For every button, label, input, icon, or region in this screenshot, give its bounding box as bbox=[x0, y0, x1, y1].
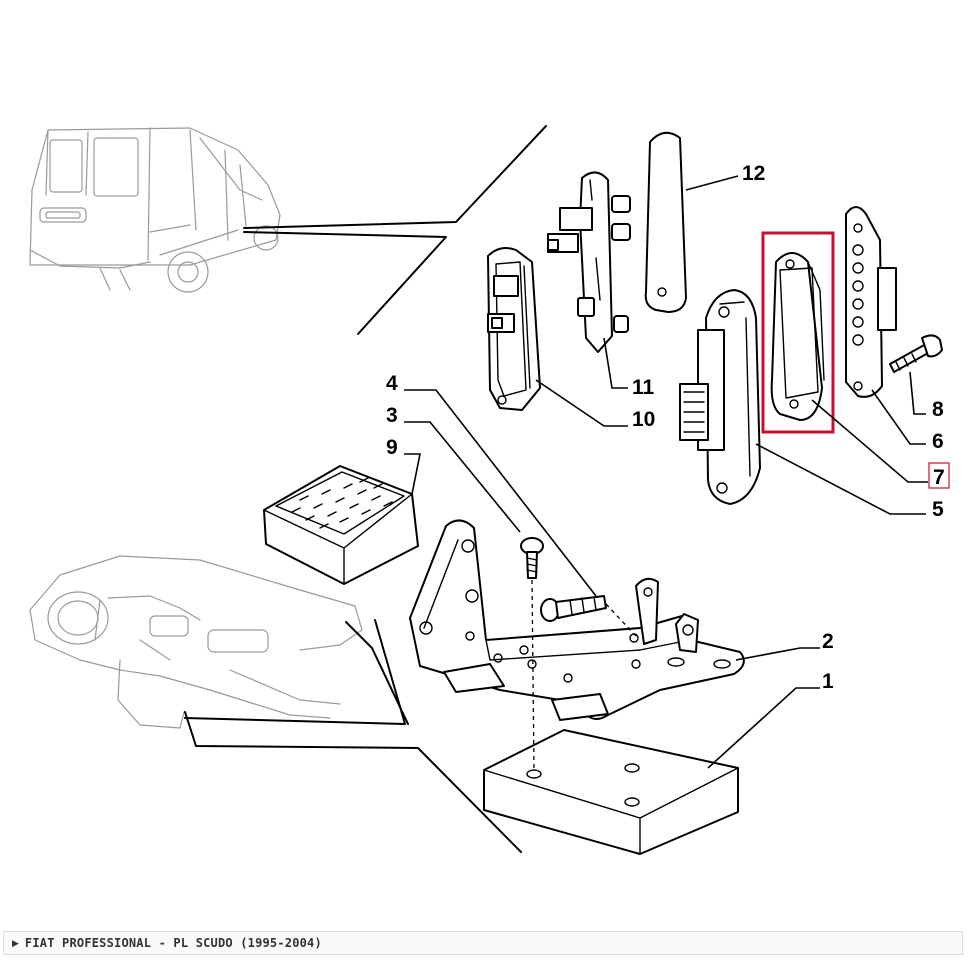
triangle-right-icon[interactable]: ▶ bbox=[12, 937, 19, 948]
part-12 bbox=[644, 131, 687, 313]
part-6 bbox=[845, 206, 897, 398]
highlight-box-part-7 bbox=[761, 231, 835, 434]
callout-1: 1 bbox=[822, 670, 834, 693]
dashboard-illustration bbox=[29, 555, 363, 729]
callout-4: 4 bbox=[386, 372, 398, 395]
callout-12: 12 bbox=[742, 162, 765, 185]
footer-bar[interactable]: ▶ FIAT PROFESSIONAL - PL SCUDO (1995-200… bbox=[3, 931, 963, 955]
van-illustration bbox=[29, 127, 281, 293]
part-10 bbox=[487, 247, 541, 411]
callout-2: 2 bbox=[822, 630, 834, 653]
callout-9: 9 bbox=[386, 436, 398, 459]
part-11 bbox=[547, 171, 631, 353]
footer-title: FIAT PROFESSIONAL - PL SCUDO (1995-2004) bbox=[24, 936, 322, 950]
callout-10: 10 bbox=[632, 408, 655, 431]
part-7 bbox=[770, 252, 825, 421]
part-3 bbox=[520, 537, 544, 579]
parts-diagram: 12 11 10 8 6 7 5 4 3 9 2 1 bbox=[29, 125, 950, 855]
part-4 bbox=[540, 595, 607, 622]
part-8 bbox=[889, 334, 943, 373]
part-9 bbox=[263, 465, 419, 585]
highlight-box-callout-7 bbox=[928, 462, 950, 489]
part-5 bbox=[679, 289, 761, 505]
callout-6: 6 bbox=[932, 430, 944, 453]
callout-7: 7 bbox=[933, 466, 945, 489]
callout-3: 3 bbox=[386, 404, 398, 427]
part-1 bbox=[483, 729, 739, 855]
callout-8: 8 bbox=[932, 398, 944, 421]
callout-11: 11 bbox=[632, 376, 655, 399]
part-2 bbox=[409, 519, 745, 721]
callout-5: 5 bbox=[932, 498, 944, 521]
